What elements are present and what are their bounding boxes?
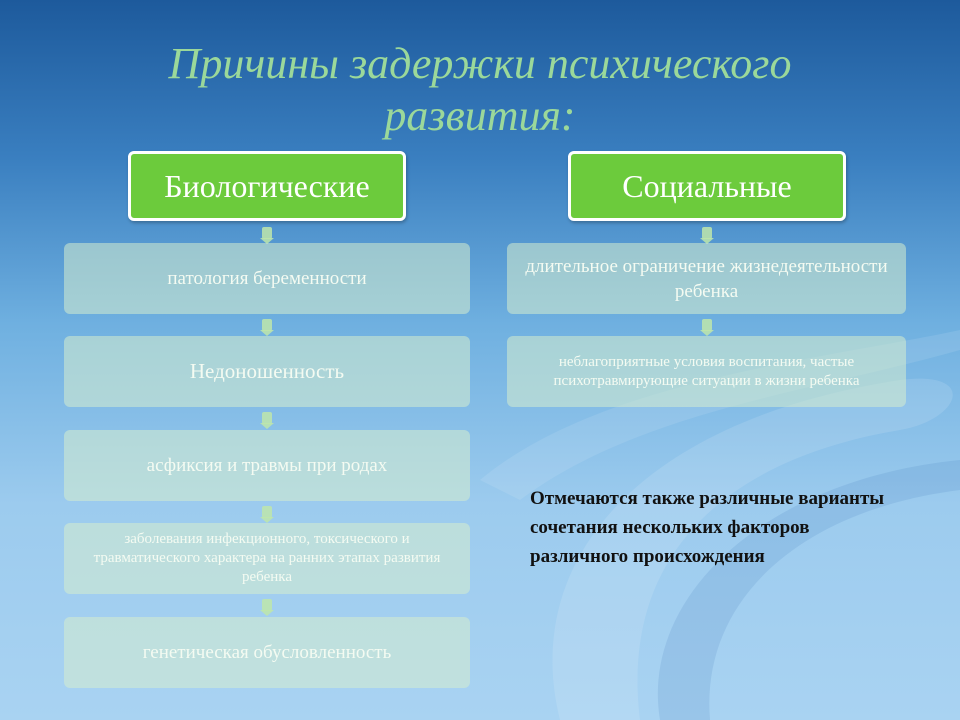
bio-item-4-text: заболевания инфекционного, токсического … — [93, 531, 441, 585]
connector-arrow — [260, 319, 274, 336]
bio-item-1-text: патология беременности — [167, 267, 367, 289]
bio-item-5: генетическая обусловленность — [64, 617, 470, 688]
bio-item-2-text: Недоношенность — [189, 359, 345, 383]
slide-title: Причины задержки психического развития: — [168, 39, 792, 140]
soc-item-1: длительное ограничение жизнедеятельности… — [507, 243, 906, 314]
bio-item-4: заболевания инфекционного, токсического … — [64, 523, 470, 594]
soc-item-2: неблагоприятные условия воспитания, част… — [507, 336, 906, 407]
bio-item-3: асфиксия и травмы при родах — [64, 430, 470, 501]
header-social-label: Социальные — [622, 167, 792, 204]
combination-note: Отмечаются также различные варианты соче… — [530, 488, 885, 567]
bio-item-1: патология беременности — [64, 243, 470, 314]
header-biological: Биологические — [128, 151, 406, 221]
connector-arrow — [260, 412, 274, 429]
soc-item-1-text: длительное ограничение жизнедеятельности… — [525, 255, 888, 302]
bio-item-2: Недоношенность — [64, 336, 470, 407]
connector-arrow — [260, 599, 274, 616]
connector-arrow — [700, 319, 714, 336]
connector-arrow — [700, 227, 714, 244]
header-social: Социальные — [568, 151, 846, 221]
bio-item-5-text: генетическая обусловленность — [142, 641, 392, 663]
connector-arrow — [260, 506, 274, 523]
header-biological-label: Биологические — [164, 167, 370, 204]
connector-arrow — [260, 227, 274, 244]
bio-item-3-text: асфиксия и травмы при родах — [146, 454, 388, 476]
soc-item-2-text: неблагоприятные условия воспитания, част… — [553, 353, 860, 389]
